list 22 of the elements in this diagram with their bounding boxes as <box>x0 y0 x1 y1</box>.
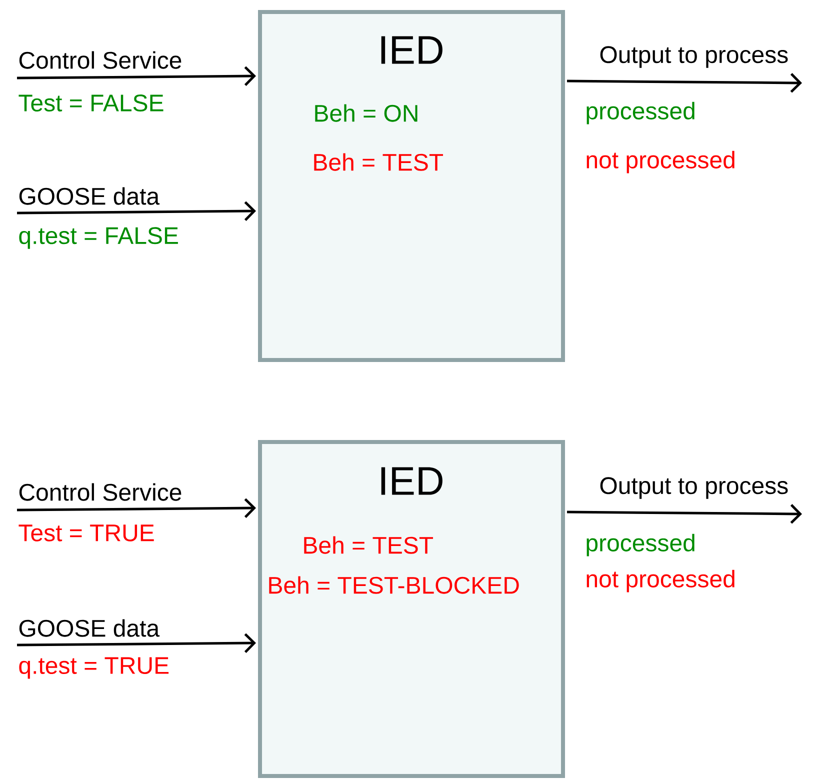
status-label: not processed <box>586 570 734 592</box>
edge-label: Control Service <box>19 483 182 501</box>
status-label: q.test = TRUE <box>19 657 169 679</box>
ied-box: IED Beh = TEST Beh = TEST-BLOCKED <box>258 440 565 778</box>
edge-label: GOOSE data <box>19 187 160 205</box>
status-label: q.test = FALSE <box>19 227 178 249</box>
ied-box: IED Beh = ON Beh = TEST <box>258 10 565 362</box>
status-label: processed <box>586 102 694 124</box>
arrow <box>17 66 256 86</box>
status-label: Test = FALSE <box>18 94 164 112</box>
arrow <box>17 633 256 653</box>
status-label: not processed <box>586 150 734 174</box>
status-label: processed <box>586 534 694 556</box>
edge-label: Output to process <box>600 477 788 499</box>
arrow <box>17 498 256 518</box>
status-label: Test = TRUE <box>18 524 154 542</box>
arrow <box>567 73 802 93</box>
arrow <box>567 504 802 524</box>
edge-label: Output to process <box>600 46 788 68</box>
edge-label: GOOSE data <box>19 619 160 637</box>
arrow <box>17 201 256 221</box>
edge-label: Control Service <box>19 51 182 69</box>
